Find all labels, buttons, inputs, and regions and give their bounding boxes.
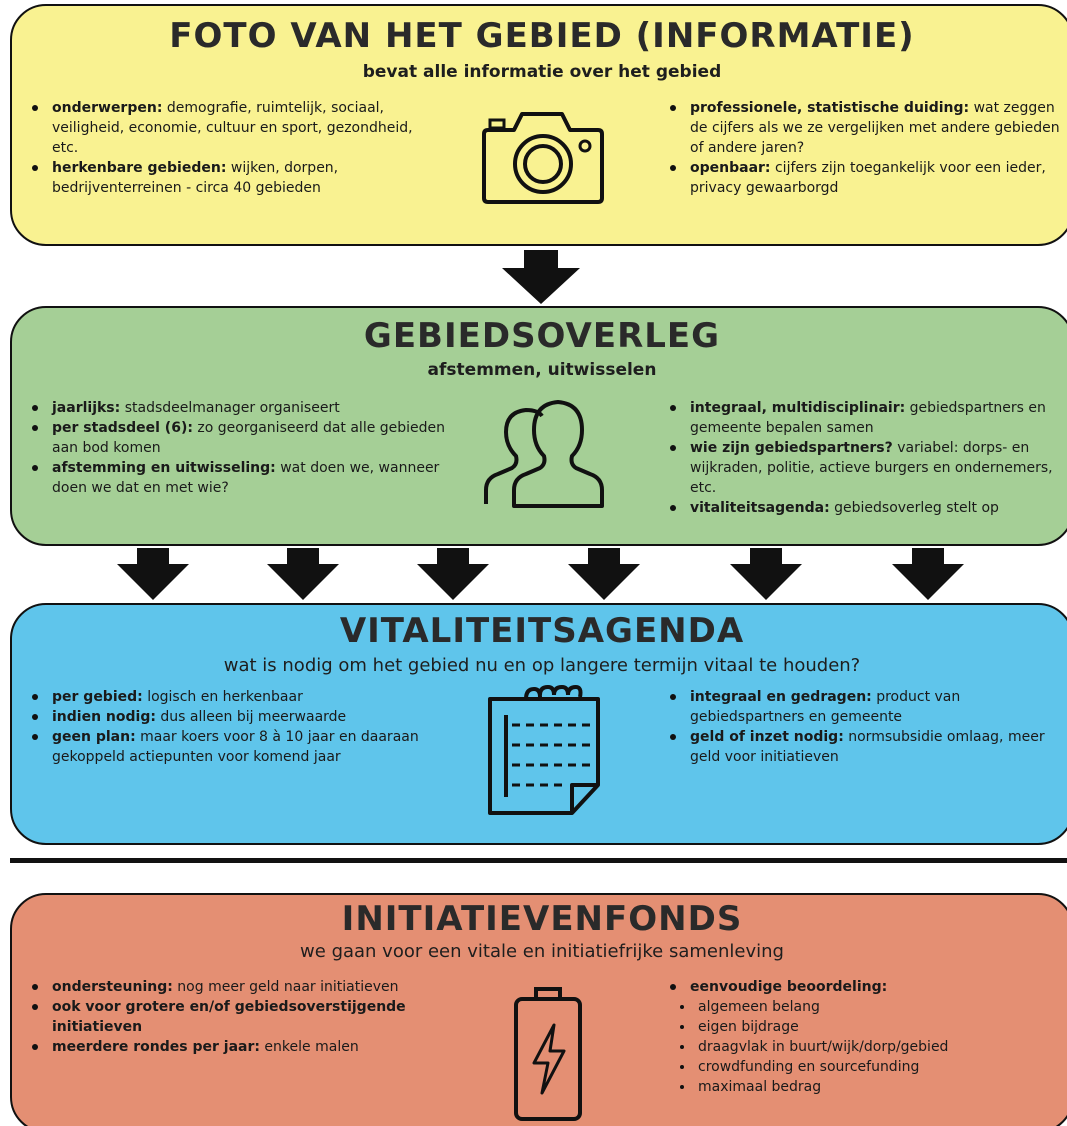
list-item: per gebied: logisch en herkenbaar (26, 687, 430, 707)
list-item: eenvoudige beoordeling: (664, 977, 1066, 997)
camera-icon (480, 108, 606, 210)
down-arrow-icon (417, 548, 489, 604)
panel-subtitle: afstemmen, uitwisselen (427, 360, 657, 380)
panel-vitaliteitsagenda: VITALITEITSAGENDA wat is nodig om het ge… (10, 603, 1067, 845)
list-item: integraal, multidisciplinair: gebiedspar… (664, 398, 1066, 438)
list-item: vitaliteitsagenda: gebiedsoverleg stelt … (664, 498, 1066, 518)
down-arrow-icon (730, 548, 802, 604)
battery-icon (512, 987, 584, 1126)
list-item: herkenbare gebieden: wijken, dorpen, bed… (26, 158, 436, 198)
panel-title: VITALITEITSAGENDA (339, 611, 745, 651)
down-arrow-icon (117, 548, 189, 604)
list-item: algemeen belang (664, 997, 1066, 1017)
panel-subtitle: we gaan voor een vitale en initiatiefrij… (300, 941, 784, 962)
left-column: per gebied: logisch en herkenbaar indien… (26, 687, 430, 767)
list-item: ook voor grotere en/of gebiedsoverstijge… (26, 997, 432, 1037)
list-item: indien nodig: dus alleen bij meerwaarde (26, 707, 430, 727)
panel-foto-van-het-gebied: FOTO VAN HET GEBIED (INFORMATIE) bevat a… (10, 4, 1067, 246)
left-column: ondersteuning: nog meer geld naar initia… (26, 977, 432, 1057)
list-item: meerdere rondes per jaar: enkele malen (26, 1037, 432, 1057)
list-item: openbaar: cijfers zijn toegankelijk voor… (664, 158, 1064, 198)
list-item: onderwerpen: demografie, ruimtelijk, soc… (26, 98, 436, 158)
list-item: geld of inzet nodig: normsubsidie omlaag… (664, 727, 1066, 767)
down-arrow-icon (267, 548, 339, 604)
left-column: jaarlijks: stadsdeelmanager organiseert … (26, 398, 446, 498)
list-item: geen plan: maar koers voor 8 à 10 jaar e… (26, 727, 430, 767)
panel-initiatievenfonds: INITIATIEVENFONDS we gaan voor een vital… (10, 893, 1067, 1126)
down-arrow-icon (568, 548, 640, 604)
right-column: eenvoudige beoordeling: algemeen belang … (664, 977, 1066, 1097)
list-item: afstemming en uitwisseling: wat doen we,… (26, 458, 446, 498)
panel-gebiedsoverleg: GEBIEDSOVERLEG afstemmen, uitwisselen ja… (10, 306, 1067, 546)
panel-title: INITIATIEVENFONDS (341, 899, 743, 939)
list-item: crowdfunding en sourcefunding (664, 1057, 1066, 1077)
list-item: ondersteuning: nog meer geld naar initia… (26, 977, 432, 997)
left-column: onderwerpen: demografie, ruimtelijk, soc… (26, 98, 436, 198)
right-column: integraal en gedragen: product van gebie… (664, 687, 1066, 767)
panel-subtitle: wat is nodig om het gebied nu en op lang… (223, 655, 861, 676)
right-column: integraal, multidisciplinair: gebiedspar… (664, 398, 1066, 518)
notepad-icon (486, 681, 606, 821)
panel-subtitle: bevat alle informatie over het gebied (362, 62, 722, 82)
section-divider (10, 858, 1067, 863)
list-item: integraal en gedragen: product van gebie… (664, 687, 1066, 727)
list-item: draagvlak in buurt/wijk/dorp/gebied (664, 1037, 1066, 1057)
right-column: professionele, statistische duiding: wat… (664, 98, 1064, 198)
panel-title: FOTO VAN HET GEBIED (INFORMATIE) (169, 16, 915, 56)
list-item: eigen bijdrage (664, 1017, 1066, 1037)
list-item: maximaal bedrag (664, 1077, 1066, 1097)
list-item: per stadsdeel (6): zo georganiseerd dat … (26, 418, 446, 458)
panel-title: GEBIEDSOVERLEG (363, 316, 721, 356)
list-item: wie zijn gebiedspartners? variabel: dorp… (664, 438, 1066, 498)
down-arrow-icon (892, 548, 964, 604)
down-arrow-icon (502, 250, 580, 308)
list-item: jaarlijks: stadsdeelmanager organiseert (26, 398, 446, 418)
people-icon (480, 394, 606, 516)
list-item: professionele, statistische duiding: wat… (664, 98, 1064, 158)
